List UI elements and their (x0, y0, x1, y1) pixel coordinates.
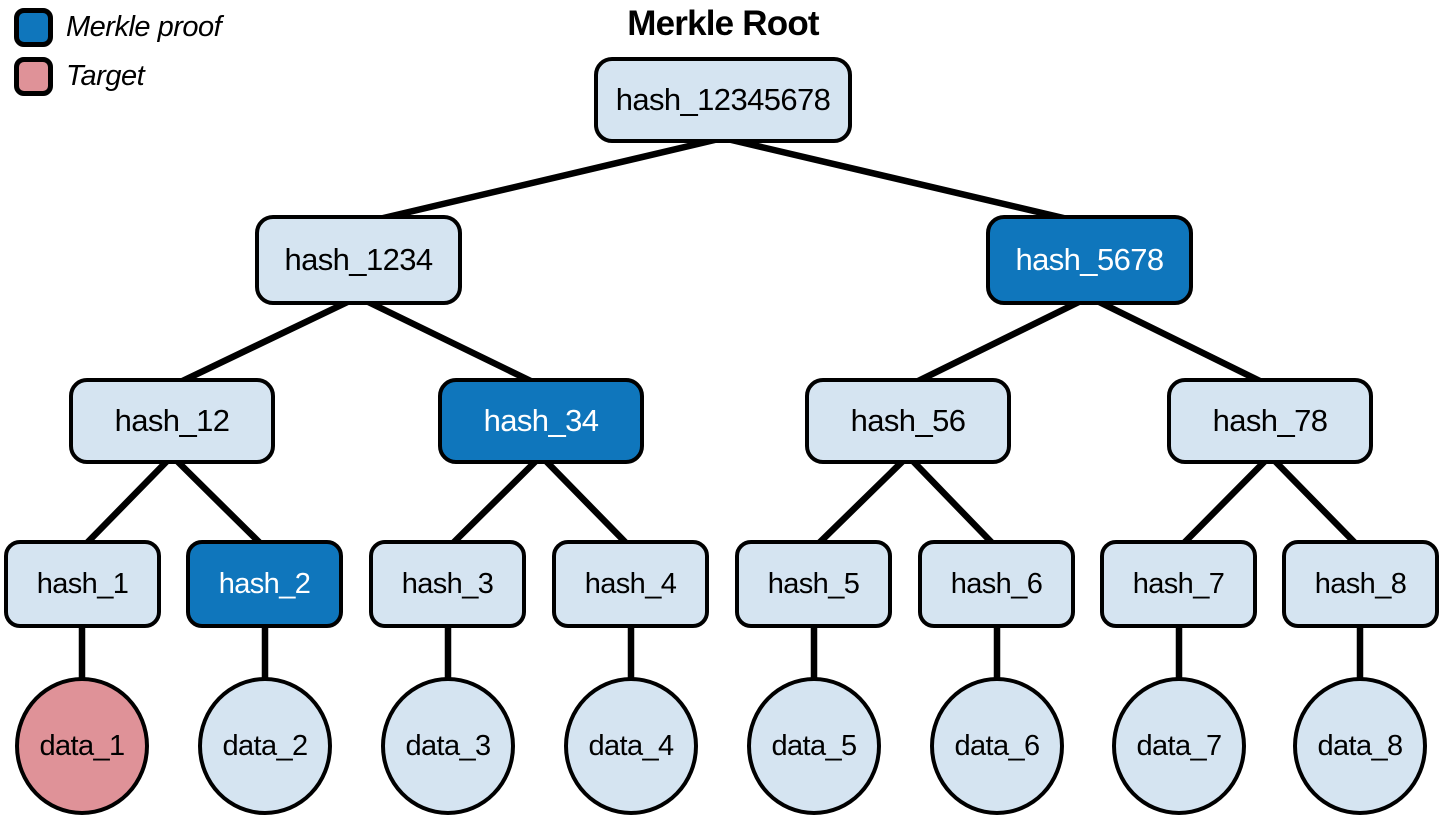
node-data-1: data_1 (15, 677, 149, 815)
node-data-5: data_5 (747, 677, 881, 815)
node-data-4: data_4 (564, 677, 698, 815)
legend-label: Target (66, 60, 145, 92)
tree-edge (354, 134, 727, 228)
node-hash-78: hash_78 (1167, 378, 1373, 464)
tree-edge (719, 134, 1093, 228)
tree-edge (78, 452, 176, 552)
node-data-3: data_3 (381, 677, 515, 815)
merkle-proof-swatch (14, 8, 53, 47)
node-hash-34: hash_34 (438, 378, 644, 464)
tree-edge (537, 452, 635, 552)
node-hash-2: hash_2 (186, 540, 343, 628)
node-hash-1: hash_1 (4, 540, 161, 628)
tree-edge (904, 452, 1001, 552)
tree-edge (1266, 452, 1364, 552)
node-data-7: data_7 (1112, 677, 1246, 815)
legend-label: Merkle proof (66, 11, 222, 43)
node-data-2: data_2 (198, 677, 332, 815)
node-hash-4: hash_4 (552, 540, 709, 628)
tree-edge (444, 452, 545, 552)
node-hash-12345678: hash_12345678 (594, 57, 852, 143)
target-swatch (14, 57, 53, 96)
node-hash-5: hash_5 (735, 540, 892, 628)
node-data-6: data_6 (930, 677, 1064, 815)
legend: Merkle proof Target (14, 8, 222, 96)
node-hash-6: hash_6 (918, 540, 1075, 628)
node-hash-56: hash_56 (805, 378, 1011, 464)
tree-edge (1085, 293, 1274, 390)
tree-edge (354, 293, 545, 390)
tree-edge (168, 452, 269, 552)
node-hash-12: hash_12 (69, 378, 275, 464)
node-hash-8: hash_8 (1282, 540, 1439, 628)
legend-item-target: Target (14, 57, 221, 96)
legend-item-merkle-proof: Merkle proof (14, 8, 222, 47)
diagram-title: Merkle Root (627, 4, 819, 43)
node-hash-7: hash_7 (1100, 540, 1257, 628)
tree-edge (810, 452, 912, 552)
tree-edge (1175, 452, 1274, 552)
node-data-8: data_8 (1293, 677, 1427, 815)
node-hash-1234: hash_1234 (255, 215, 462, 305)
tree-edge (168, 293, 362, 390)
node-hash-5678: hash_5678 (986, 215, 1193, 305)
node-hash-3: hash_3 (369, 540, 526, 628)
tree-edge (904, 293, 1093, 390)
